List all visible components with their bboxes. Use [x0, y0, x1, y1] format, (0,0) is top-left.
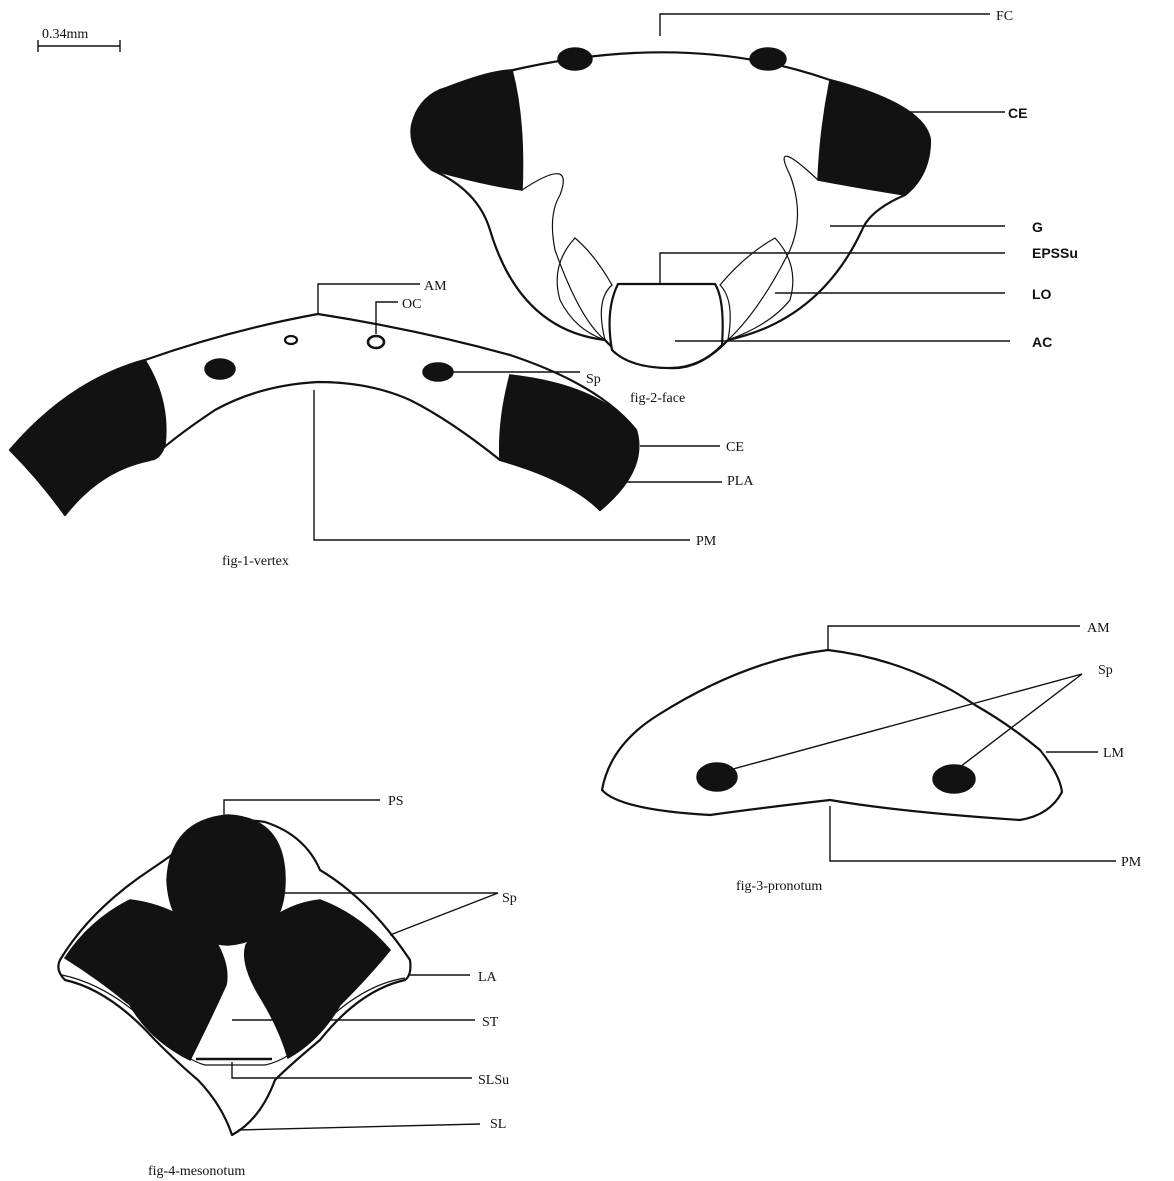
label-st: ST: [482, 1015, 499, 1030]
fig-2-face: FC CE G EPSSu LO AC fig-2-face: [411, 9, 1077, 406]
right-ocellus-spot: [750, 48, 786, 70]
label-sp-vertex: Sp: [586, 372, 601, 387]
leader-ps: [224, 800, 380, 820]
anteclypeus: [610, 284, 723, 368]
scale-bar: 0.34mm: [38, 27, 120, 52]
fig-4-mesonotum: PS Sp LA ST SLSu SL fig-4-mesonotum: [58, 794, 516, 1179]
leader-fc: [660, 14, 990, 36]
scale-bar-label: 0.34mm: [42, 27, 88, 42]
right-compound-eye: [818, 80, 930, 195]
caption-fig-4: fig-4-mesonotum: [148, 1164, 245, 1179]
left-spot-vertex: [205, 359, 235, 379]
right-spot-pronotum: [933, 765, 975, 793]
leader-am-pronotum: [828, 626, 1080, 650]
label-ce-face: CE: [1008, 105, 1027, 121]
right-compound-eye-vertex: [500, 375, 639, 510]
caption-fig-1: fig-1-vertex: [222, 554, 289, 569]
fig-3-pronotum: AM Sp LM PM fig-3-pronotum: [602, 621, 1142, 894]
left-ocellus: [285, 336, 297, 344]
label-g: G: [1032, 219, 1043, 235]
caption-fig-2: fig-2-face: [630, 391, 685, 406]
label-ac: AC: [1032, 334, 1052, 350]
label-am-pronotum: AM: [1087, 621, 1110, 636]
left-ocellus-spot: [558, 48, 592, 70]
label-sp-mesonotum: Sp: [502, 891, 517, 906]
label-pm-pronotum: PM: [1121, 855, 1142, 870]
label-slsu: SLSu: [478, 1073, 509, 1088]
right-ocellus: [368, 336, 384, 348]
label-sl: SL: [490, 1117, 506, 1132]
label-fc: FC: [996, 9, 1013, 24]
pronotum-outline: [602, 650, 1062, 820]
leader-sl: [238, 1124, 480, 1130]
label-ce-vertex: CE: [726, 440, 744, 455]
left-spot-pronotum: [697, 763, 737, 791]
label-sp-pronotum: Sp: [1098, 663, 1113, 678]
leader-sp-mesonotum-side: [390, 893, 498, 935]
label-epssu: EPSSu: [1032, 245, 1078, 261]
label-ps: PS: [388, 794, 404, 809]
label-la: LA: [478, 970, 498, 985]
label-pla: PLA: [727, 474, 754, 489]
label-am-vertex: AM: [424, 279, 447, 294]
right-spot-vertex: [423, 363, 453, 381]
label-lm: LM: [1103, 746, 1125, 761]
caption-fig-3: fig-3-pronotum: [736, 879, 822, 894]
label-oc: OC: [402, 297, 421, 312]
label-pm-vertex: PM: [696, 534, 717, 549]
label-lo: LO: [1032, 286, 1052, 302]
left-compound-eye: [411, 70, 522, 190]
